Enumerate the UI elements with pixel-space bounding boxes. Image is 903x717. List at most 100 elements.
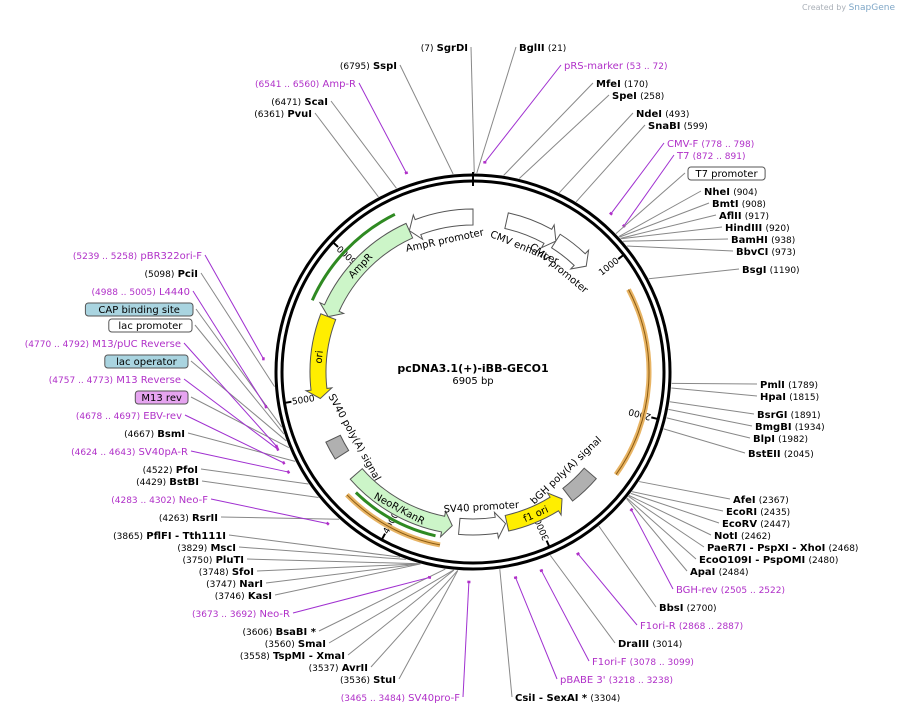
- label-leader: [190, 450, 289, 473]
- label-leader: [626, 498, 688, 572]
- site-label-name: PmlI: [760, 380, 785, 391]
- plasmid-name: pcDNA3.1(+)-iBB-GECO1: [397, 362, 548, 375]
- site-label-name: SspI: [373, 61, 397, 72]
- site-label-text: F1ori-F (3078 .. 3099): [592, 657, 694, 668]
- label-leader: [358, 82, 407, 174]
- site-hindiii: HindIII (920): [725, 223, 790, 234]
- label-leader: [671, 382, 758, 385]
- label-leader: [499, 569, 513, 698]
- site-label-name: EcoRV: [722, 519, 757, 530]
- site-label-text: BmtI (908): [712, 199, 766, 210]
- site-label-name: SmaI: [298, 639, 326, 650]
- site-label-box: [104, 354, 189, 369]
- site-label-text: (5239 .. 5258) pBR322ori-F: [73, 251, 202, 262]
- site-label-name: BGH-rev: [676, 585, 718, 596]
- site-label-name: TspMI - XmaI: [273, 651, 345, 662]
- site-label-text: AfeI (2367): [733, 495, 789, 506]
- site-kasi: (3746) KasI: [215, 591, 272, 602]
- site-label-name: CAP binding site: [98, 305, 180, 316]
- site-label-text: MfeI (170): [596, 79, 648, 90]
- site-sspi: (6795) SspI: [340, 61, 397, 72]
- site-label-name: M13 Reverse: [116, 375, 181, 386]
- label-leader: [610, 142, 665, 215]
- tick-mark: [380, 533, 386, 541]
- snapgene-brand: SnapGene: [848, 3, 895, 13]
- site-label-name: AflII: [719, 211, 742, 222]
- primer-site-mark: [629, 507, 634, 512]
- primer-site-mark: [325, 521, 330, 526]
- label-leader: [503, 82, 594, 176]
- label-leader: [476, 46, 517, 174]
- label-leader: [195, 308, 283, 428]
- primer-site-mark: [281, 460, 286, 465]
- primer-site-mark: [576, 552, 580, 556]
- site-label-text: (3829) MscI: [177, 543, 236, 554]
- site-label-name: NotI: [714, 531, 738, 542]
- site-label-name: BbsI: [659, 603, 683, 614]
- label-leader: [274, 563, 421, 596]
- label-leader: [314, 112, 379, 198]
- primer-site-mark: [275, 447, 280, 452]
- site-mfei: MfeI (170): [596, 79, 648, 90]
- primer-site-mark: [609, 211, 613, 216]
- site-label-text: (7) SgrDI: [421, 43, 468, 54]
- feature-label: SV40 poly(A) signal: [326, 392, 383, 483]
- site-afei: AfeI (2367): [733, 495, 789, 506]
- site-stui: (3536) StuI: [340, 675, 396, 686]
- site-m13-rev: M13 rev: [134, 390, 189, 405]
- site-label-position: (2435): [760, 508, 790, 518]
- label-leader: [558, 112, 634, 194]
- site-label-text: EcoO109I - PspOMI (2480): [699, 555, 838, 566]
- site-label-text: (6541 .. 6560) Amp-R: [255, 79, 356, 90]
- site-label-text: (3750) PluTI: [182, 555, 244, 566]
- label-leader: [631, 491, 724, 512]
- site-label-name: Amp-R: [323, 79, 357, 90]
- site-bgh-rev: BGH-rev (2505 .. 2522): [676, 585, 785, 596]
- site-prs-marker: pRS-marker (53 .. 72): [564, 61, 668, 72]
- site-label-text: (4667) BsmI: [124, 429, 185, 440]
- label-leader: [192, 290, 267, 408]
- site-label-position: (4770 .. 4792): [25, 340, 89, 350]
- label-leader: [200, 468, 309, 485]
- site-neo-f: (4283 .. 4302) Neo-F: [111, 495, 208, 506]
- site-label-text: BglII (21): [519, 43, 566, 54]
- site-ecoo109i-pspomi: EcoO109I - PspOMI (2480): [699, 555, 838, 566]
- tick-label: 1000: [597, 256, 621, 278]
- site-ebv-rev: (4678 .. 4697) EBV-rev: [76, 411, 182, 422]
- site-sv40pro-f: (3465 .. 3484) SV40pro-F: [341, 693, 461, 704]
- feature-label: ori: [314, 350, 326, 364]
- site-label-name: EcoRI: [726, 507, 757, 518]
- site-label-text: (4988 .. 5005) L4440: [92, 287, 191, 298]
- feature-cmv-promoter: [550, 233, 590, 270]
- site-label-name: lac promoter: [118, 321, 183, 332]
- label-leader: [200, 272, 275, 387]
- orf-arcs: [310, 212, 652, 548]
- site-label-position: (3746): [215, 592, 245, 602]
- site-label-position: (6541 .. 6560): [255, 80, 319, 90]
- site-label-name: BstEII: [748, 449, 781, 460]
- site-label-position: (908): [742, 200, 766, 210]
- site-label-text: BsrGI (1891): [757, 410, 821, 421]
- site-snabi: SnaBI (599): [648, 121, 708, 132]
- site-label-name: SnaBI: [648, 121, 680, 132]
- site-draiii: DraIII (3014): [618, 639, 682, 650]
- site-f1ori-f: F1ori-F (3078 .. 3099): [592, 657, 694, 668]
- site-paer7i-pspxi-xhoi: PaeR7I - PspXI - XhoI (2468): [707, 543, 858, 554]
- site-label-position: (4678 .. 4697): [76, 412, 140, 422]
- site-label-name: BlpI: [753, 434, 775, 445]
- site-label-text: (3537) AvrII: [309, 663, 368, 674]
- orf-arc-line: [615, 289, 650, 475]
- site-label-text: NdeI (493): [636, 109, 689, 120]
- site-label-position: (3558): [240, 652, 270, 662]
- label-leader: [210, 498, 328, 525]
- credit-prefix: Created by: [802, 3, 847, 12]
- site-label-position: (4283 .. 4302): [111, 496, 175, 506]
- site-label-text: PmlI (1789): [760, 380, 818, 391]
- label-leader: [598, 525, 657, 608]
- site-bsrgi: BsrGI (1891): [757, 410, 821, 421]
- site-label-position: (21): [548, 44, 566, 54]
- site-label-name: MfeI: [596, 79, 621, 90]
- site-label-name: PciI: [178, 269, 198, 280]
- site-label-name: T7 promoter: [695, 169, 759, 180]
- site-nhei: NheI (904): [704, 187, 757, 198]
